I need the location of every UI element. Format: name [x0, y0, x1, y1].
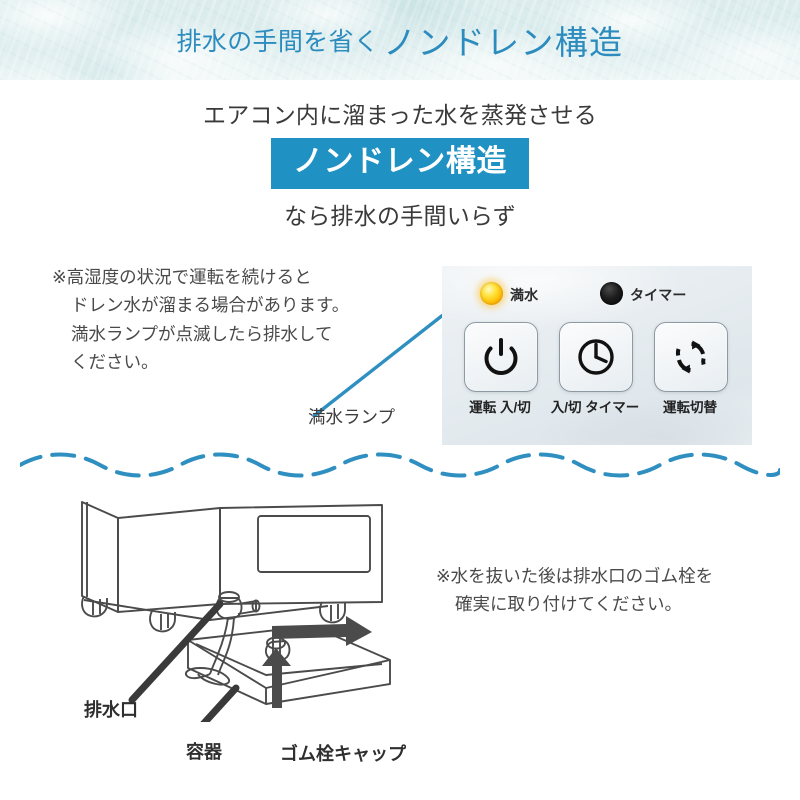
page-title-main: ノンドレン構造	[383, 26, 624, 62]
power-button[interactable]	[464, 322, 538, 392]
note-left-line-3: 満水ランプが点滅したら排水して	[71, 323, 333, 344]
mode-button-label: 運転切替	[663, 400, 717, 415]
note-left-line-2: ドレン水が溜まる場合があります。	[71, 295, 350, 316]
clock-icon	[578, 339, 614, 375]
feature-badge-container: ノンドレン構造	[0, 138, 800, 189]
timer-button[interactable]	[559, 322, 633, 392]
control-panel-image: 満水 タイマー 運転 入/切 入/切 タイマー	[442, 266, 752, 445]
refresh-cycle-icon	[675, 340, 706, 374]
timer-button-label: 入/切 タイマー	[550, 400, 640, 415]
timer-lamp-label: タイマー	[630, 287, 687, 303]
power-button-label: 運転 入/切	[469, 400, 531, 415]
note-right-line-2: 確実に取り付けてください。	[455, 594, 682, 615]
mode-button[interactable]	[654, 322, 728, 392]
page-title-prefix: 排水の手間を省く	[176, 29, 380, 56]
note-left-line-1: ※高湿度の状況で運転を続けると	[52, 267, 312, 287]
note-left-line-4: ください。	[71, 352, 159, 373]
callout-label: 満水ランプ	[308, 407, 395, 427]
page-title: 排水の手間を省くノンドレン構造	[0, 0, 800, 80]
drain-port-label: 排水口	[84, 700, 138, 720]
wavy-divider	[20, 452, 780, 478]
note-left: ※高湿度の状況で運転を続けると ドレン水が溜まる場合があります。 満水ランプが点…	[52, 263, 412, 376]
leader-lines	[128, 600, 240, 722]
full-water-lamp-label: 満水	[510, 287, 539, 303]
air-conditioner-drain-diagram	[81, 501, 391, 722]
intro-trailing-text: なら排水の手間いらず	[284, 203, 516, 229]
note-right-line-1: ※水を抜いた後は排水口のゴム栓を	[436, 566, 714, 586]
timer-lamp-icon	[600, 282, 623, 305]
feature-badge: ノンドレン構造	[270, 138, 530, 189]
tray-label: 容器	[186, 742, 222, 762]
rubber-cap-label: ゴム栓キャップ	[280, 744, 406, 764]
note-right: ※水を抜いた後は排水口のゴム栓を 確実に取り付けてください。	[436, 562, 786, 619]
power-icon	[484, 338, 518, 375]
intro-lead-text: エアコン内に溜まった水を蒸発させる	[203, 102, 597, 128]
direction-arrows	[262, 616, 372, 708]
water-texture-overlay	[0, 0, 800, 80]
full-water-lamp-icon	[480, 282, 503, 305]
header-banner: 排水の手間を省くノンドレン構造	[0, 0, 800, 80]
